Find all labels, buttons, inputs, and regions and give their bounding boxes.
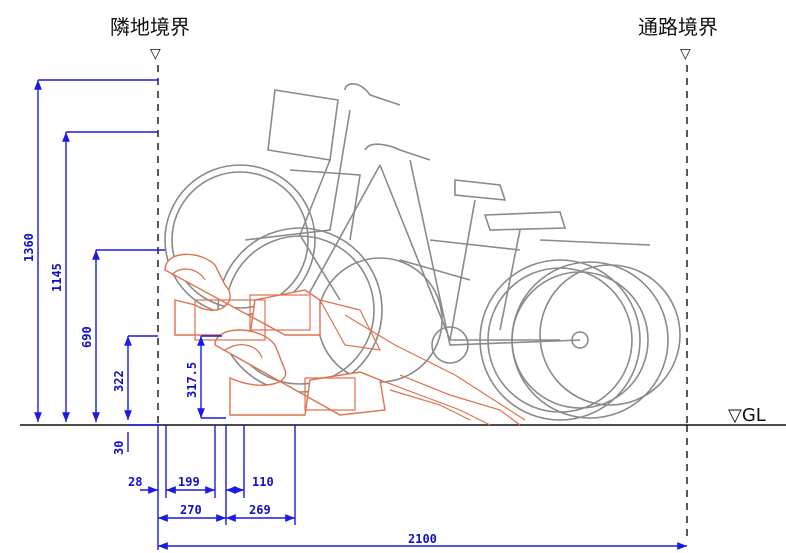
dim-1145: 1145: [50, 263, 64, 292]
neighbor-boundary-label: 隣地境界: [110, 15, 190, 39]
bicycle-rack: [164, 253, 526, 426]
rack-lower-unit: [214, 329, 386, 416]
road-boundary-label: 通路境界: [638, 15, 718, 39]
dim-30: 30: [112, 441, 126, 455]
dim-690: 690: [80, 326, 94, 348]
dimension-lines: [34, 79, 687, 550]
dim-317-5: 317.5: [185, 362, 199, 398]
dim-269: 269: [249, 503, 271, 517]
ground-level-label: ▽GL: [728, 405, 766, 426]
dim-2100: 2100: [408, 532, 437, 546]
dim-199: 199: [178, 475, 200, 489]
road-boundary-marker: ▽: [680, 46, 691, 62]
dim-110: 110: [252, 475, 274, 489]
bicycle-front: [409, 159, 681, 419]
dim-270: 270: [180, 503, 202, 517]
dim-1360: 1360: [22, 233, 36, 262]
dim-28: 28: [128, 475, 142, 489]
bicycle-upper: [164, 83, 443, 383]
bicycles: [164, 83, 681, 421]
neighbor-boundary-marker: ▽: [150, 46, 161, 62]
dim-322: 322: [112, 370, 126, 392]
